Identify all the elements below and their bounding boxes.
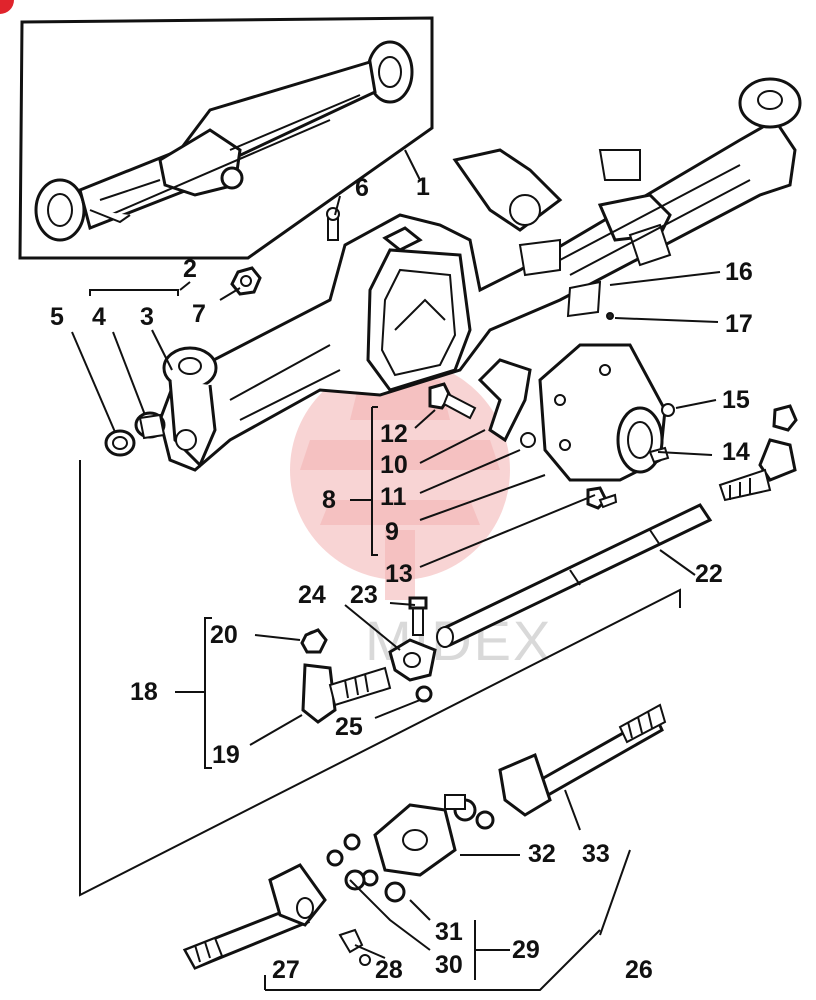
bolt-13: [586, 486, 618, 510]
inset-axle-drawing: [34, 40, 414, 242]
callout-31: 31: [435, 918, 463, 946]
callout-3: 3: [140, 303, 154, 331]
callout-16: 16: [725, 258, 753, 286]
spider-32: [444, 794, 495, 830]
callout-labels: 1 2 3 4 5 6 7 8 9 10 11 12 13 14 15 16 1…: [50, 173, 753, 984]
callout-30: 30: [435, 951, 463, 979]
nut-20: [300, 628, 328, 654]
axle-housing: [158, 77, 802, 472]
plug-15: [661, 403, 675, 417]
bolt-12: [428, 382, 477, 420]
callout-13: 13: [385, 560, 413, 588]
shaft-33: [498, 703, 667, 817]
cross-30: [326, 833, 379, 891]
double-yoke: [373, 803, 457, 877]
watermark-logo: [290, 360, 510, 600]
callout-8: 8: [322, 486, 336, 514]
clamp-24: [388, 638, 437, 682]
callout-23: 23: [350, 581, 378, 609]
leader-lines: [71, 149, 721, 991]
tie-rod-22: [436, 503, 713, 648]
callout-26: 26: [625, 956, 653, 984]
callout-28: 28: [375, 956, 403, 984]
callout-32: 32: [528, 840, 556, 868]
bearing-cap-10: [477, 358, 532, 443]
callout-20: 20: [210, 621, 238, 649]
pin-11: [520, 432, 536, 448]
callout-10: 10: [380, 451, 408, 479]
nut-25: [415, 685, 433, 703]
callout-33: 33: [582, 840, 610, 868]
callout-6: 6: [355, 174, 369, 202]
callout-15: 15: [722, 386, 750, 414]
support-bracket-9: [538, 343, 667, 482]
callout-2: 2: [183, 255, 197, 283]
callout-19: 19: [212, 741, 240, 769]
breather-6: [326, 207, 340, 241]
ring-31: [384, 881, 406, 903]
plate-16: [566, 280, 602, 318]
callout-29: 29: [512, 936, 540, 964]
callout-17: 17: [725, 310, 753, 338]
callout-9: 9: [385, 518, 399, 546]
bolt-23: [408, 596, 428, 636]
callout-25: 25: [335, 713, 363, 741]
callout-12: 12: [380, 420, 408, 448]
callout-18: 18: [130, 678, 158, 706]
callout-7: 7: [192, 300, 206, 328]
shaft-27: [182, 863, 327, 970]
callout-14: 14: [722, 438, 750, 466]
bushing-4: [134, 411, 166, 440]
tie-rod-end-right: [718, 404, 798, 502]
grease-fitting-28: [338, 928, 371, 966]
callout-24: 24: [298, 581, 326, 609]
callout-4: 4: [92, 303, 106, 331]
callout-5: 5: [50, 303, 64, 331]
tie-rod-end-19: [301, 630, 392, 724]
callout-11: 11: [380, 483, 407, 511]
callout-22: 22: [695, 560, 723, 588]
rivet-17: [606, 312, 614, 320]
callout-1: 1: [416, 173, 430, 201]
inset-overview-box: [18, 16, 434, 260]
seal-5: [104, 429, 136, 457]
callout-27: 27: [272, 956, 300, 984]
